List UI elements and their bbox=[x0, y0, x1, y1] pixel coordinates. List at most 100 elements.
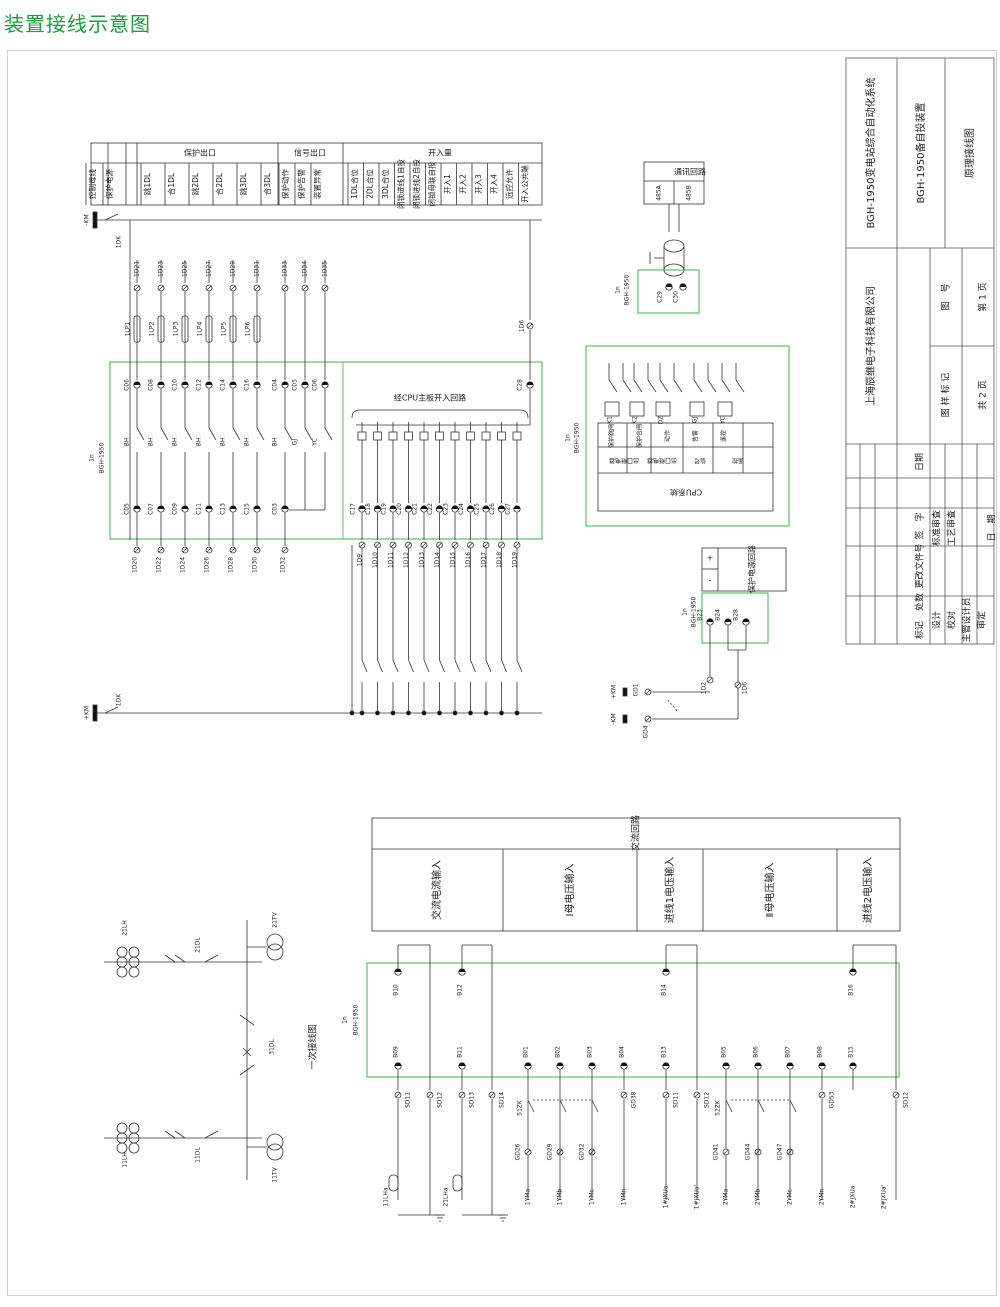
tb-rev-col: 更改文件号 bbox=[914, 543, 926, 588]
breaker-label: 51ZK bbox=[517, 1099, 524, 1116]
relay-label: K1 bbox=[607, 416, 614, 424]
junction-dot bbox=[514, 710, 520, 716]
dc-c-upper: C10 bbox=[172, 379, 179, 391]
ac-bottom-label: 1#JXUa bbox=[663, 1185, 670, 1208]
contact bbox=[454, 659, 461, 673]
power-term-label: B23 bbox=[697, 609, 704, 621]
dc-terminal-top: 1D35 bbox=[322, 261, 329, 277]
dc-circuit bbox=[85, 142, 543, 722]
contact-label: BH bbox=[244, 438, 251, 447]
dc-dterm-slash bbox=[158, 547, 164, 553]
cpu-out-cell: 信号 bbox=[694, 457, 706, 465]
dc-cterm-fill bbox=[389, 505, 397, 509]
contact bbox=[392, 659, 399, 673]
optocoupler bbox=[497, 431, 506, 441]
optocoupler bbox=[404, 431, 413, 441]
ac-bottom-label: 2#JXUa' bbox=[881, 1184, 888, 1209]
contact-label: YC bbox=[312, 438, 319, 447]
dc-header-cell: 闭锁进线1自投 bbox=[396, 159, 406, 209]
dc-header-cell: 开入1 bbox=[443, 174, 452, 194]
relay-contact bbox=[693, 379, 703, 393]
ac-top-term-fill bbox=[458, 968, 466, 972]
dc-cterm-fill bbox=[229, 505, 237, 509]
dc-dterm-slash bbox=[134, 547, 140, 553]
dc-header-cell: 保护动作 bbox=[280, 169, 290, 199]
switch-label: 1DK bbox=[116, 693, 123, 706]
device-model: BGH-1950 bbox=[99, 443, 106, 474]
dc-header-group: 保护出口 bbox=[184, 148, 216, 158]
dc-cterm-fill bbox=[405, 505, 412, 509]
ac-bot-term-fill bbox=[620, 1062, 628, 1066]
power-km: -KM bbox=[611, 713, 618, 724]
power-minus: - bbox=[709, 576, 712, 585]
dc-c-lower: C07 bbox=[148, 503, 155, 515]
comm-title: 通讯回路 bbox=[674, 167, 706, 177]
dc-dterm-slash bbox=[230, 547, 236, 553]
breaker bbox=[204, 954, 219, 963]
contact bbox=[408, 659, 414, 673]
switch-blade bbox=[104, 706, 119, 714]
relay-contact bbox=[735, 379, 745, 393]
ac-bot-term-fill bbox=[524, 1062, 532, 1066]
dc-dterm-slash bbox=[499, 542, 504, 548]
optocoupler bbox=[435, 431, 444, 441]
dc-cterm-fill bbox=[301, 381, 309, 385]
dc-dterm-slash bbox=[206, 285, 212, 291]
breaker-contact bbox=[591, 1099, 599, 1113]
device-id: 1n bbox=[565, 434, 572, 442]
dc-dterm-slash bbox=[182, 547, 188, 553]
breaker-contact bbox=[527, 1099, 535, 1113]
ac-bot-label: B08 bbox=[817, 1046, 824, 1058]
dc-header-cell: 控制母线 bbox=[87, 169, 97, 199]
ac-bot-term-fill bbox=[818, 1062, 826, 1066]
in-d-term: 1D11 bbox=[388, 552, 395, 568]
ac-gd-label: GD44 bbox=[745, 1143, 752, 1160]
ac-sd-term-slash bbox=[395, 1092, 401, 1098]
contact bbox=[439, 659, 445, 673]
dc-dterm-slash bbox=[254, 285, 260, 291]
in-c-term: C21 bbox=[412, 503, 419, 515]
ct-circle bbox=[128, 1122, 140, 1134]
contact-label: BH bbox=[220, 438, 227, 447]
dc-c-upper: C14 bbox=[220, 379, 227, 391]
device-model: BGH-1950 bbox=[353, 1005, 360, 1036]
contact-label: BH bbox=[124, 438, 131, 447]
tv-circle bbox=[266, 943, 284, 961]
tb-sample-mark: 图 样 标 记 bbox=[940, 373, 952, 418]
ac-bottom-label: 2YMn bbox=[819, 1189, 826, 1206]
dc-dterm-slash bbox=[254, 547, 260, 553]
drawing-frame bbox=[7, 50, 997, 1296]
ac-top-term-fill bbox=[662, 968, 670, 972]
dc-dterm-slash bbox=[322, 285, 328, 291]
device-model: BGH-1950 bbox=[691, 597, 698, 628]
ac-header-cell: Ⅰ母电压输入 bbox=[563, 864, 576, 917]
dc-c-lower: C05 bbox=[124, 503, 131, 515]
breaker bbox=[204, 1130, 219, 1139]
dc-terminal-bottom: 1D28 bbox=[228, 557, 235, 573]
dc-terminal-top: 1D33 bbox=[282, 261, 289, 277]
dc-cterm-fill bbox=[253, 505, 261, 509]
dc-dterm-slash bbox=[206, 547, 212, 553]
contact bbox=[256, 427, 265, 441]
tb-total: 共 2 页 bbox=[978, 380, 989, 409]
relay-contact bbox=[633, 379, 643, 393]
contact-label: BH bbox=[272, 438, 279, 447]
dc-header-group: 开入量 bbox=[428, 149, 452, 158]
ct-circle bbox=[116, 966, 128, 978]
ac-bot-term-fill bbox=[458, 1062, 466, 1066]
contact bbox=[184, 427, 193, 441]
primary-title: 一次接线图 bbox=[307, 1024, 319, 1069]
dc-c-upper: C06 bbox=[312, 379, 319, 391]
in-c-term: C27 bbox=[505, 503, 512, 515]
pressplate bbox=[205, 315, 213, 343]
power-term-label: B28 bbox=[733, 609, 740, 621]
ac-sd-label: GD38 bbox=[631, 1091, 638, 1108]
ac-sd-label: SD12 bbox=[437, 1092, 444, 1108]
ac-top-label: B14 bbox=[661, 984, 668, 996]
dc-header-cell: 跳1DL bbox=[142, 172, 152, 195]
in-d-term: 1D10 bbox=[372, 552, 379, 568]
device-model: BGH-1950 bbox=[624, 275, 631, 306]
ac-top-term-fill bbox=[849, 968, 857, 972]
relay-contact bbox=[721, 379, 731, 393]
